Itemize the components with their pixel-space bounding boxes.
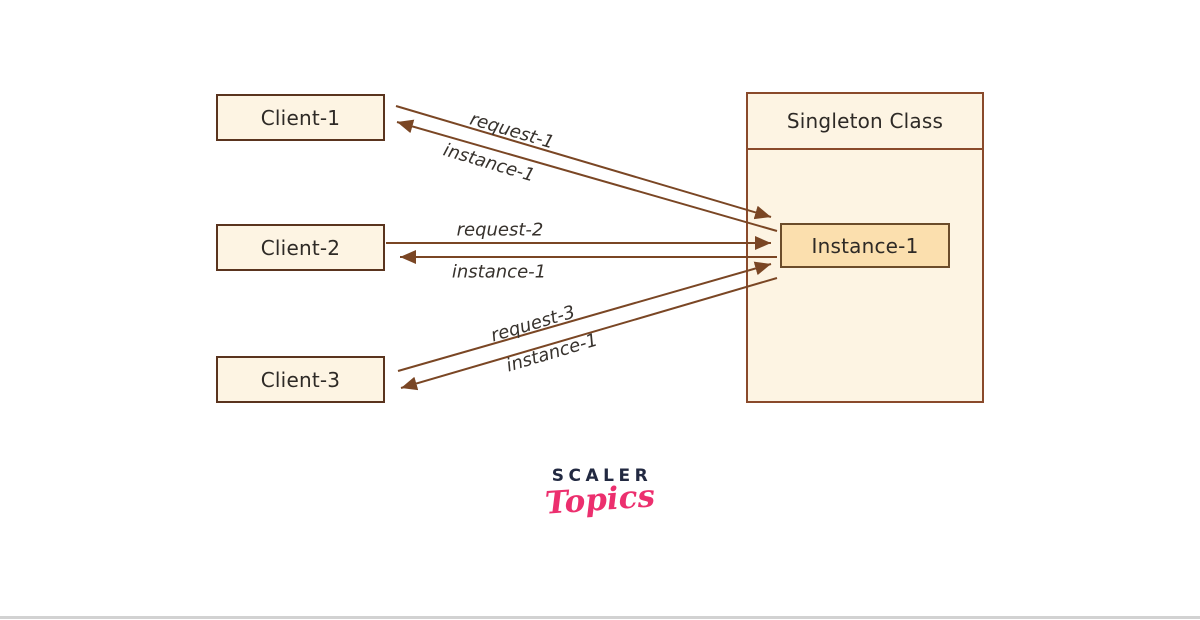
singleton-class-title: Singleton Class [748,94,982,150]
arrow-label-request-1: request-1 [467,108,557,154]
footer-divider [0,616,1200,619]
arrow-label-instance-1-middle: instance-1 [451,261,547,283]
instance-label: Instance-1 [811,233,919,258]
arrow-label-instance-1-top: instance-1 [440,139,538,187]
scaler-topics-logo: SCALER Topics [544,466,656,522]
client-3-box: Client-3 [216,356,385,403]
arrow-instance-1-to-client-1 [396,119,778,232]
client-1-box: Client-1 [216,94,385,141]
client-1-label: Client-1 [260,105,341,130]
client-2-label: Client-2 [260,235,341,260]
arrow-label-request-2: request-2 [456,219,544,241]
instance-box: Instance-1 [780,223,950,268]
client-2-box: Client-2 [216,224,385,271]
client-3-label: Client-3 [260,367,341,392]
logo-topics-text: Topics [543,478,657,522]
logo-scaler-text: SCALER [551,466,653,486]
